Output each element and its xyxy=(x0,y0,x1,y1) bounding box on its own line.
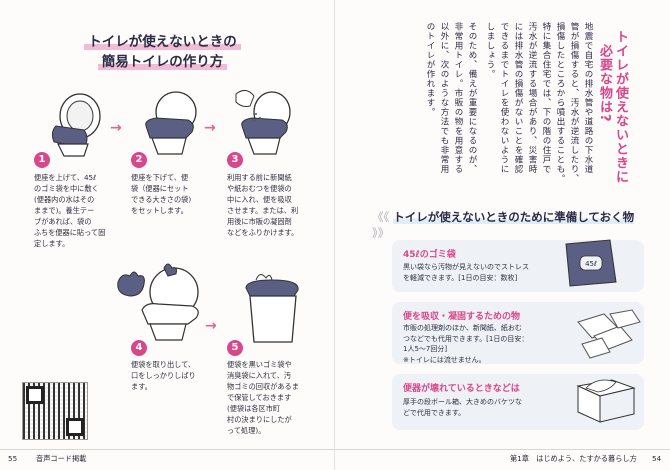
body-column-10: 非常用トイレ。市販の物を用意する xyxy=(453,22,463,174)
item-3-text: 厚手の段ボール箱、大きめのバケツなどで代用できます。 xyxy=(403,398,522,417)
body-column-11: 以外に、次のような方法でも非常用 xyxy=(439,22,449,174)
step2-toilet-illustration xyxy=(145,91,197,155)
footer-divider xyxy=(0,449,335,450)
body-column-8: しましょう。 xyxy=(485,22,495,79)
arrow-right-icon: → xyxy=(205,318,217,334)
cardboard-box-illustration xyxy=(576,379,636,423)
audio-code-label: 音声コード掲載 xyxy=(36,454,87,463)
arrow-right-icon: → xyxy=(204,120,216,136)
step-4-number: 4 xyxy=(131,340,147,356)
garbage-bag-illustration: 45ℓ xyxy=(565,239,617,287)
body-column-5: 汚水が逆流する場合があり、災害時 xyxy=(527,22,537,174)
prep-section-title: 《《 トイレが使えないときのために準備しておく物 》》 xyxy=(372,210,635,240)
step-4-text: 便袋を取り出して、口をしっかりしばります。 xyxy=(131,360,196,391)
page-gutter xyxy=(334,0,335,470)
step-3-text: 利用する前に新聞紙や紙おむつを便袋の中に入れ、便を吸収させます。または、利用後に… xyxy=(227,173,299,237)
chapter-label: 第1章 はじめよう、たすかる暮らし方 xyxy=(510,454,637,463)
guide-title-line1: トイレが使えないときの xyxy=(60,30,265,50)
body-column-4: 特に集合住宅では、下の階の住戸で xyxy=(541,22,551,174)
body-column-3: 損傷したところから噴出することも。 xyxy=(555,22,565,184)
step-3-number: 3 xyxy=(227,152,243,168)
step-2-text: 便座を下げて、便袋（便器にセットできる大きさの袋)をセットします。 xyxy=(131,173,192,215)
body-column-6: には排水管の損傷がないことを確認 xyxy=(513,22,523,174)
step5-bin-illustration xyxy=(245,274,299,343)
item-2-text: 市販の処理剤のほか、新聞紙、紙おむつなどでも代用できます。[1日の目安：1人5〜… xyxy=(403,324,529,364)
step1-toilet-illustration xyxy=(51,93,101,157)
arrow-right-icon: → xyxy=(110,120,122,136)
footer-divider-right xyxy=(335,449,670,450)
step-5-text: 便袋を黒いゴミ袋や消臭袋に入れて、汚物ゴミの回収があるまで保管しておきます(便袋… xyxy=(227,360,299,435)
item-3-heading: 便器が壊れているときなどは xyxy=(403,384,520,394)
page-number-right: 54 xyxy=(652,454,662,463)
sanitary-pads-illustration xyxy=(577,309,641,359)
right-page: 地震で自宅の排水管や道路の下水道 管が損傷すると、汚水が逆流したり、 損傷したと… xyxy=(335,0,670,470)
audio-code-qr[interactable] xyxy=(22,382,88,440)
bag-label: 45ℓ xyxy=(585,260,597,268)
item-1-text: 黒い袋なら汚物が見えないのでストレスを軽減できます。[1日の目安：数枚] xyxy=(403,263,529,282)
body-column-12: のトイレが作れます。 xyxy=(425,22,435,117)
step3-toilet-illustration xyxy=(235,90,291,155)
item-1-heading: 45ℓのゴミ袋 xyxy=(403,250,456,260)
body-column-1: 地震で自宅の排水管や道路の下水道 xyxy=(583,22,593,174)
step-5-number: 5 xyxy=(227,340,243,356)
section-heading-line1: トイレが使えないときに xyxy=(613,30,628,184)
body-column-9: そのため、備えが重要になるのが、 xyxy=(467,22,477,174)
body-column-7: できるまでトイレを使わないように xyxy=(499,22,509,174)
section-heading-line2: 必要な物は? xyxy=(597,44,612,123)
step4-tied-bags-illustration xyxy=(117,263,199,341)
body-column-2: 管が損傷すると、汚水が逆流したり、 xyxy=(569,22,579,184)
guide-title-line2: 簡易トイレの作り方 xyxy=(60,50,265,70)
step-2-number: 2 xyxy=(131,152,147,168)
page-number-left: 55 xyxy=(8,454,18,463)
step-1-number: 1 xyxy=(34,152,50,168)
item-2-heading: 便を吸収・凝固するための物 xyxy=(403,312,521,322)
